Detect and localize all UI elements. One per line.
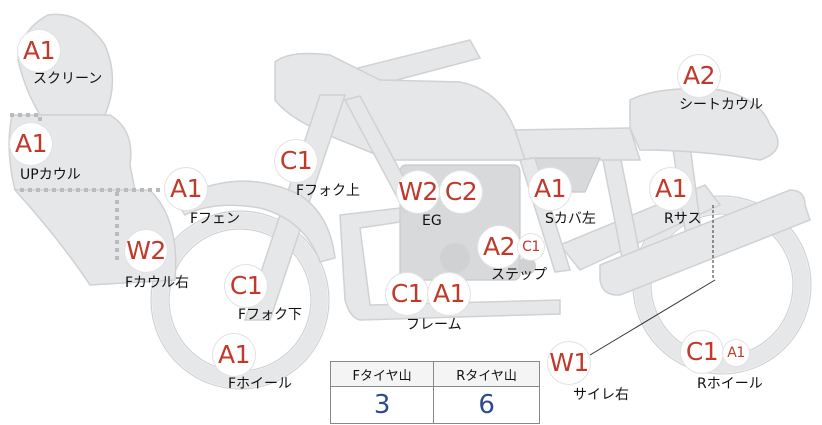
front-wheel-outline [150,210,330,390]
front-fender-grade-badge: A1 [165,168,207,210]
frame-label: フレーム [406,317,462,333]
up-cowl-grade-badge: A1 [10,123,52,165]
rear-wheel-grade-badge-1: C1 [681,331,723,373]
front-fork-lower-label: Fフォク下 [238,307,303,323]
front-wheel-grade-badge: A1 [213,334,255,376]
front-fork-lower-grade-badge: C1 [225,265,267,307]
front-tread-header: Fタイヤ山 [329,361,435,387]
engine-grade-badge-2: C2 [440,171,482,213]
rear-suspension-grade-badge: A1 [650,168,692,210]
engine-label: EG [422,213,442,229]
screen-divider [10,113,42,150]
side-cover-left-grade-badge: A1 [529,168,571,210]
frame-lower-shape [339,207,561,321]
step-grade-badge-1: A2 [478,226,520,268]
engine-grade-badge-1: W2 [397,171,439,213]
frame-grade-badge-1: C1 [386,273,428,315]
front-cowl-right-grade-badge: W2 [125,230,167,272]
side-cover-left-label: Sカバ左 [545,211,596,227]
screen-label: スクリーン [33,71,103,87]
rear-wheel-label: Rホイール [697,376,763,392]
rear-tread-header: Rタイヤ山 [433,361,540,387]
front-wheel-label: Fホイール [228,376,293,392]
cowl-divider [20,188,160,262]
front-tread-value: 3 [329,386,435,424]
front-cowl-right-label: Fカウル右 [125,275,190,291]
front-wheel-shape [152,212,328,388]
front-fork-upper-label: Fフォク上 [296,183,361,199]
rear-wheel-grade-badge-2: A1 [723,340,749,366]
screen-grade-badge: A1 [18,30,60,72]
seat-shape [509,127,642,161]
step-label: ステップ [491,267,547,283]
tire-tread-table: Fタイヤ山 Rタイヤ山 3 6 [329,361,540,424]
front-fork-upper-grade-badge: C1 [275,140,317,182]
muffler-right-grade-badge: W1 [548,342,590,384]
sprocket-shape [518,257,536,275]
front-fender-label: Fフェン [190,211,241,227]
rear-tread-value: 6 [433,386,540,424]
rear-suspension-label: Rサス [664,211,702,227]
engine-cover-shape [440,243,470,273]
front-fender-shape [173,180,336,263]
fuel-tank-shape [274,52,527,161]
seat-cowl-label: シートカウル [679,97,763,113]
muffler-shape [599,189,811,296]
up-cowl-label: UPカウル [20,167,81,183]
muffler-right-label: サイレ右 [573,387,629,403]
muffler-leader [589,279,716,356]
step-grade-badge-2: C1 [518,234,544,260]
frame-grade-badge-2: A1 [428,273,470,315]
seat-cowl-grade-badge: A2 [678,55,720,97]
